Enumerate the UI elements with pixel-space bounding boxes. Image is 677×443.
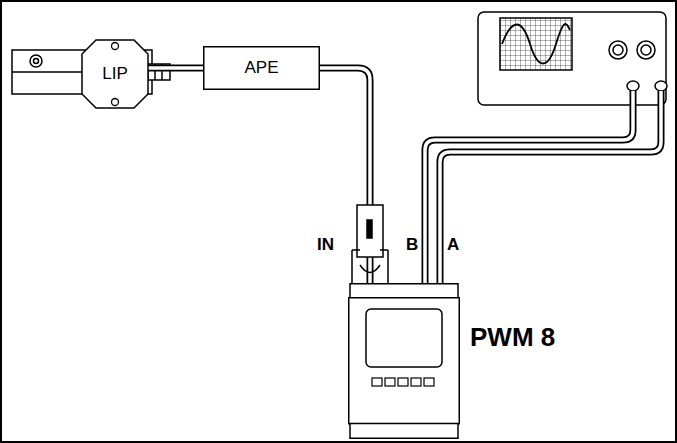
port-label: IN (316, 236, 335, 253)
in-plug (352, 205, 388, 283)
node-outline (348, 283, 460, 439)
node-label: APE (244, 59, 278, 78)
pwm-device: PWM 8 (348, 283, 460, 439)
port-label: B (405, 236, 419, 253)
port-label: A (446, 236, 460, 253)
cable (148, 68, 203, 69)
node-label: LIP (102, 65, 128, 84)
lip-clamp: LIP (82, 34, 148, 114)
ape-box: APE (203, 46, 320, 90)
device-name: PWM 8 (470, 323, 555, 352)
scope-cable (425, 91, 661, 284)
oscilloscope (478, 12, 667, 105)
